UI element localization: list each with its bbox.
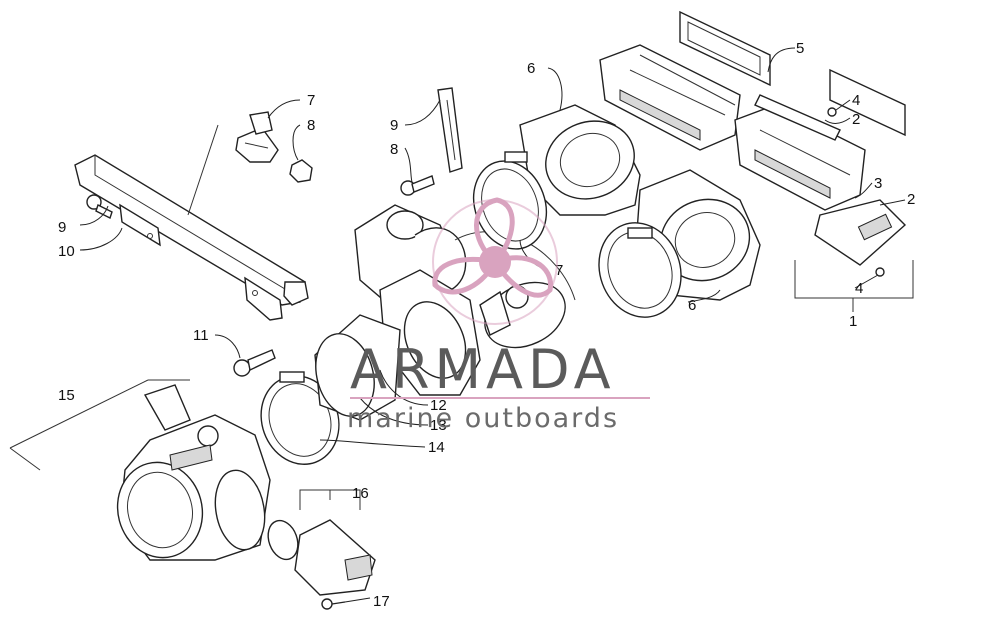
intake-manifold	[354, 204, 576, 396]
throttle-body	[116, 384, 271, 561]
injector	[235, 111, 279, 163]
screw-4-upper	[827, 107, 837, 117]
gasket-5	[679, 10, 906, 137]
tps-sensor	[294, 519, 376, 596]
propeller-logo	[432, 197, 558, 325]
callout-14: 11	[193, 327, 209, 344]
screw-12	[86, 194, 113, 219]
callout-6-lower: 6	[688, 297, 696, 314]
callout-18: 15	[58, 387, 75, 404]
callout-labels: 7 8 9 10 11 9 8 6 7 6 5 4 2 3 2 4 1 12 1…	[58, 40, 915, 610]
screw-20	[321, 598, 346, 610]
reed-valve-upper	[599, 44, 741, 151]
leader-lines	[9, 47, 914, 603]
callout-8: 8	[390, 141, 398, 158]
callout-1: 1	[849, 313, 857, 330]
callout-9: 9	[390, 117, 398, 134]
callout-13: 10	[58, 243, 75, 260]
armada-watermark: ARMADA marine outboards	[347, 197, 650, 434]
callout-4-upper: 4	[852, 92, 860, 109]
watermark-subtitle: marine outboards	[347, 403, 619, 434]
callout-6-upper: 6	[527, 60, 535, 77]
fuel-rail	[74, 154, 309, 321]
throttle-boot	[314, 314, 401, 421]
callout-20: 17	[373, 593, 390, 610]
callout-5: 5	[796, 40, 804, 57]
o-ring-19	[267, 519, 299, 561]
callout-4-lower: 4	[855, 280, 863, 297]
callout-2-upper: 2	[852, 111, 860, 128]
reed-plate-2	[754, 94, 907, 266]
callout-3: 3	[874, 175, 882, 192]
callout-17: 14	[428, 439, 445, 456]
callout-16: 13	[430, 417, 447, 434]
o-ring-11	[289, 159, 313, 183]
bolt-14	[233, 349, 276, 377]
rubber-boot-upper	[519, 104, 641, 216]
callout-7: 7	[555, 262, 563, 279]
callout-10: 7	[307, 92, 315, 109]
callout-19: 16	[352, 485, 369, 502]
callout-12: 9	[58, 219, 66, 236]
screw-4-lower	[875, 267, 885, 277]
watermark-title: ARMADA	[350, 338, 616, 401]
callout-11: 8	[307, 117, 315, 134]
callout-15: 12	[430, 397, 447, 414]
bolt-8	[400, 175, 435, 196]
clamp-lower	[598, 222, 682, 318]
callout-2-lower: 2	[907, 191, 915, 208]
bracket-9	[437, 87, 463, 173]
